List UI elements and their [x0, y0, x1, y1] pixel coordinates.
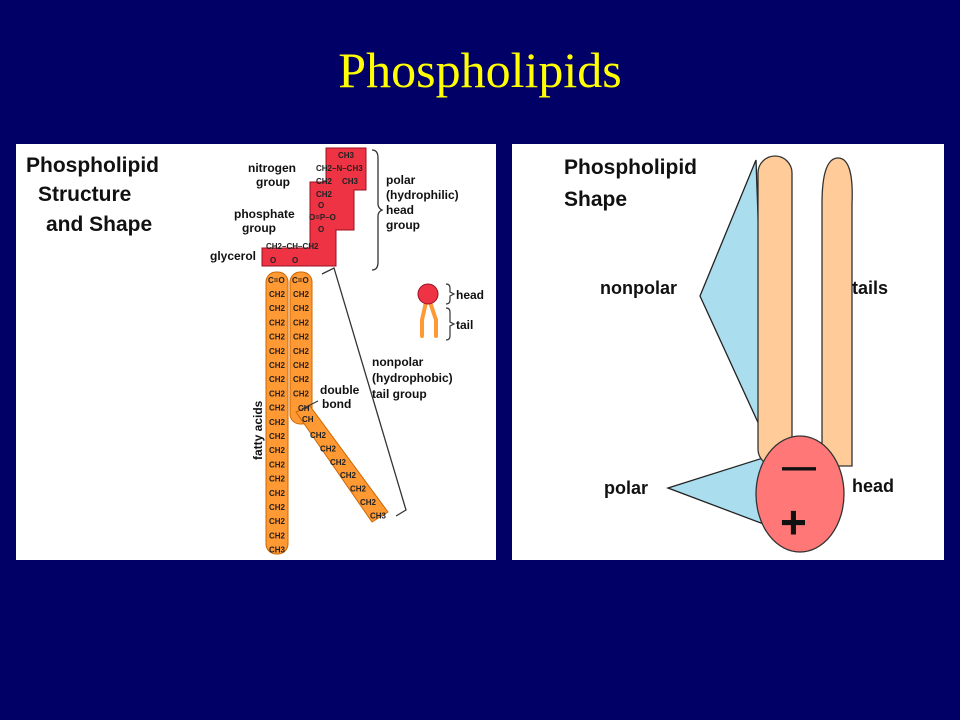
- chem-glycerol-o1: O: [270, 256, 276, 265]
- chain-group-label: CH2: [269, 432, 286, 441]
- chain-group-label: CH2: [269, 475, 286, 484]
- chain-group-label: CH2: [360, 498, 377, 507]
- chain-group-label: CH2: [293, 318, 310, 327]
- nitrogen-group-label-1: nitrogen: [248, 161, 296, 175]
- legend-tail-bracket: [445, 307, 456, 341]
- fatty-acid-chain-right-bent: [295, 405, 389, 523]
- chain-group-label: CH3: [269, 546, 286, 555]
- chem-glycerol-o2: O: [292, 256, 298, 265]
- polar-head-bracket: [371, 149, 384, 271]
- phosphate-group-label-2: group: [242, 221, 276, 235]
- chain-group-label: CH2: [293, 375, 310, 384]
- shape-panel: Phospholipid Shape — + nonpolar tails po…: [512, 144, 944, 560]
- chain-group-label: CH2: [350, 485, 367, 494]
- polar-label: polar: [604, 478, 648, 498]
- group-label: group: [386, 218, 420, 232]
- hydrophobic-label: (hydrophobic): [372, 371, 453, 385]
- chain-group-label: CH2: [293, 304, 310, 313]
- chem-p-top: O: [318, 201, 324, 210]
- nonpolar-label: nonpolar: [600, 278, 677, 298]
- chem-n-bot: CH3: [342, 177, 359, 186]
- nitrogen-group-label-2: group: [256, 175, 290, 189]
- chain-group-label: CH2: [269, 446, 286, 455]
- legend-tail-label: tail: [456, 318, 473, 332]
- chem-p-bot: O: [318, 225, 324, 234]
- chain-group-label: CH2: [293, 333, 310, 342]
- nonpolar-tail-bracket: [321, 267, 407, 517]
- tail-right: [821, 157, 853, 467]
- chain-group-label: CH2: [269, 318, 286, 327]
- structure-diagram: Phospholipid Structure and Shape CH3 CH2…: [26, 147, 484, 555]
- chem-co-left: C=O: [268, 276, 285, 285]
- structure-panel: Phospholipid Structure and Shape CH3 CH2…: [16, 144, 496, 560]
- chain-group-label: CH2: [340, 471, 357, 480]
- chain-group-label: CH2: [269, 347, 286, 356]
- chain-group-label: CH2: [269, 361, 286, 370]
- hydrophilic-label: (hydrophilic): [386, 188, 459, 202]
- chain-group-label: CH2: [269, 517, 286, 526]
- tails-label: tails: [852, 278, 888, 298]
- chain-group-label: CH2: [293, 389, 310, 398]
- structure-title-line-2: Structure: [38, 183, 131, 206]
- chain-group-label: CH: [302, 415, 314, 424]
- chem-n-row: CH2–N–CH3: [316, 164, 363, 173]
- chain-group-label: CH2: [269, 531, 286, 540]
- legend-tail-left: [420, 300, 428, 322]
- chain-group-label: CH2: [269, 404, 286, 413]
- head-label: head: [386, 203, 414, 217]
- shape-title-line-1: Phospholipid: [564, 156, 697, 179]
- chain-group-label: CH2: [269, 290, 286, 299]
- chain-group-label: CH2: [269, 389, 286, 398]
- slide-title: Phospholipids: [338, 42, 622, 98]
- chem-n-mid: CH2: [316, 177, 333, 186]
- chem-p-mid: O=P–O: [309, 213, 336, 222]
- tail-group-label: tail group: [372, 387, 427, 401]
- chain-group-label: CH2: [269, 489, 286, 498]
- chain-group-label: CH2: [269, 418, 286, 427]
- chain-left-labels: CH2CH2CH2CH2CH2CH2CH2CH2CH2CH2CH2CH2CH2C…: [269, 290, 286, 555]
- head-group-shape: [261, 147, 367, 267]
- structure-title-line-3: and Shape: [46, 213, 152, 236]
- chem-n-ch2: CH2: [316, 190, 333, 199]
- legend-tail-right: [428, 300, 438, 322]
- polar-head-ellipse: [755, 435, 845, 553]
- double-bond-label-1: double: [320, 383, 360, 397]
- chain-group-label: CH2: [269, 375, 286, 384]
- chain-group-label: CH2: [293, 290, 310, 299]
- chain-group-label: CH2: [330, 458, 347, 467]
- charge-minus: —: [782, 448, 816, 486]
- fatty-acid-chain-right-upper: [289, 271, 313, 425]
- tail-left: [757, 155, 793, 467]
- chain-group-label: CH2: [310, 431, 327, 440]
- legend-head-label: head: [456, 288, 484, 302]
- shape-title-line-2: Shape: [564, 188, 627, 211]
- charge-plus: +: [780, 496, 807, 548]
- shape-diagram: Phospholipid Shape — + nonpolar tails po…: [564, 155, 894, 553]
- double-bond-pointer: [301, 400, 319, 410]
- head-label: head: [852, 476, 894, 496]
- glycerol-label: glycerol: [210, 249, 256, 263]
- legend-head-bracket: [445, 283, 456, 305]
- chem-glycerol-row: CH2–CH–CH2: [266, 242, 319, 251]
- fatty-acids-label: fatty acids: [251, 400, 265, 460]
- chain-group-label: CH2: [293, 347, 310, 356]
- phosphate-group-label-1: phosphate: [234, 207, 295, 221]
- nonpolar-wedge: [699, 159, 767, 441]
- double-bond-label-2: bond: [322, 397, 351, 411]
- chem-n-top: CH3: [338, 151, 355, 160]
- fatty-acid-chain-left: [265, 271, 289, 555]
- chain-group-label: CH2: [269, 304, 286, 313]
- structure-title-line-1: Phospholipid: [26, 154, 159, 177]
- polar-label: polar: [386, 173, 416, 187]
- chain-group-label: CH3: [370, 511, 387, 520]
- chain-group-label: CH2: [269, 333, 286, 342]
- chain-group-label: CH2: [293, 361, 310, 370]
- chain-group-label: CH2: [320, 444, 337, 453]
- chem-co-right: C=O: [292, 276, 309, 285]
- chain-group-label: CH2: [269, 503, 286, 512]
- chain-group-label: CH2: [269, 460, 286, 469]
- legend-head-icon: [417, 283, 439, 305]
- nonpolar-label: nonpolar: [372, 355, 424, 369]
